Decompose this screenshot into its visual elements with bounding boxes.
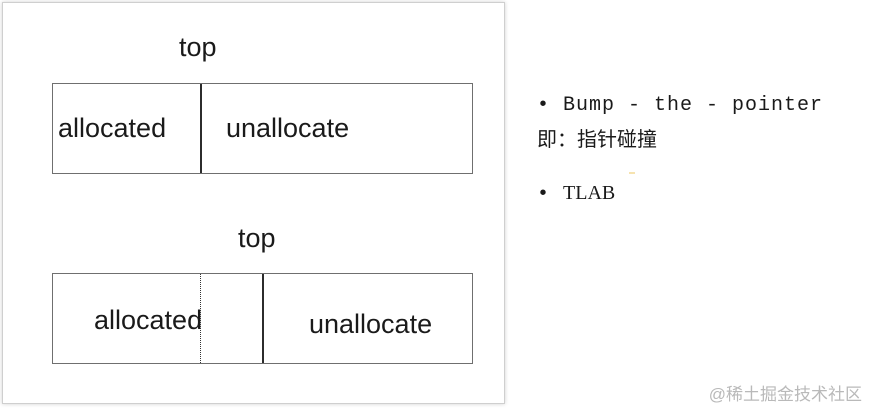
decorative-mark bbox=[629, 172, 635, 174]
bullet-dot-2: • bbox=[537, 183, 564, 206]
previous-pointer-line bbox=[200, 274, 201, 363]
bullet-subtext-bump: 即：指针碰撞 bbox=[537, 129, 657, 151]
bullet-text-bump: Bump - the - pointer bbox=[563, 94, 824, 117]
top-pointer-label-1: top bbox=[179, 32, 217, 62]
allocated-label-2: allocated bbox=[94, 305, 203, 335]
top-pointer-line-1 bbox=[200, 84, 202, 173]
top-pointer-line-2 bbox=[262, 274, 264, 363]
memory-block-2: allocated unallocate bbox=[52, 273, 473, 364]
allocated-label-1: allocated bbox=[58, 113, 167, 143]
unallocated-label-2: unallocate bbox=[309, 309, 433, 339]
diagram-slide: top allocated unallocate top allocated u… bbox=[2, 2, 505, 404]
bullet-item-bump: • Bump - the - pointer bbox=[537, 93, 823, 117]
bullet-dot-1: • bbox=[537, 94, 564, 117]
memory-block-1: allocated unallocate bbox=[52, 83, 473, 174]
bullet-item-tlab: • TLAB bbox=[537, 182, 615, 206]
top-pointer-label-2: top bbox=[238, 223, 276, 253]
watermark: @稀土掘金技术社区 bbox=[708, 385, 862, 404]
unallocated-label-1: unallocate bbox=[226, 113, 350, 143]
bullet-text-tlab: TLAB bbox=[563, 182, 616, 204]
